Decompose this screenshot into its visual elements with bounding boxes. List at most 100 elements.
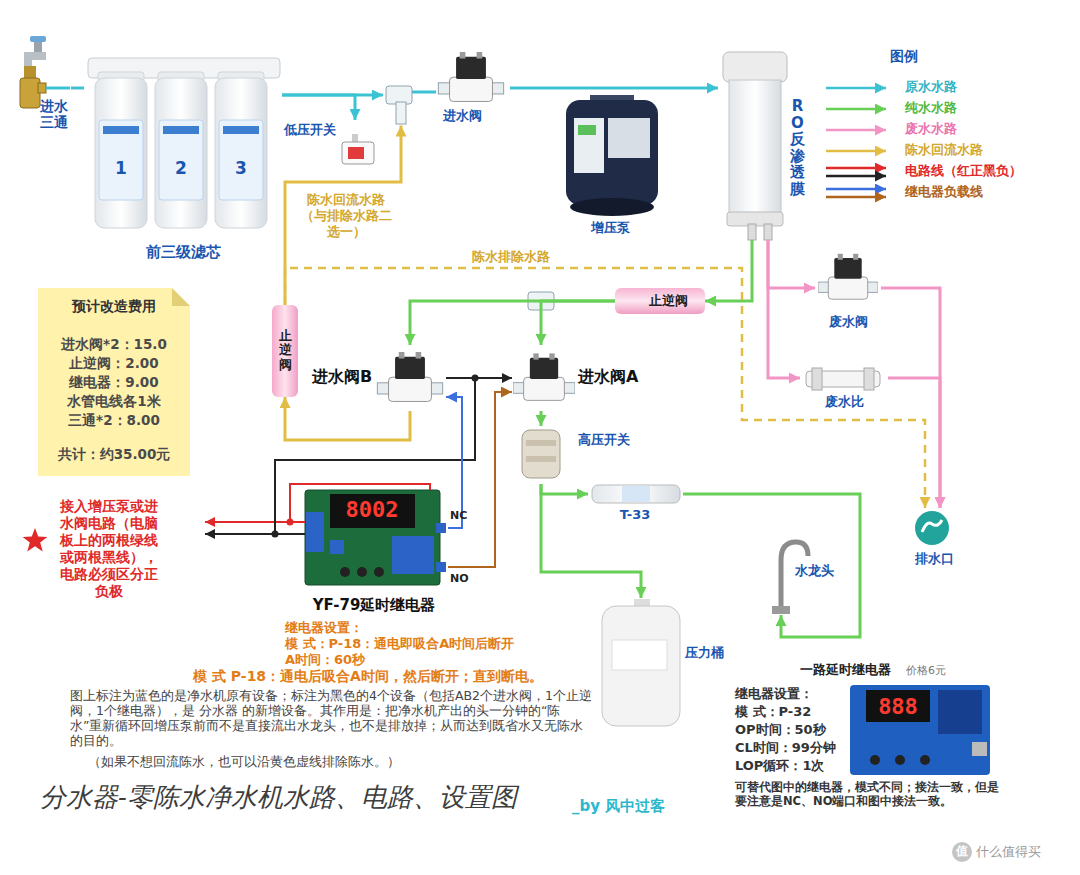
pipe-stub (46, 87, 70, 90)
legend-line (826, 175, 886, 178)
filter-housing-icon (215, 78, 267, 228)
cost-note: 预计改造费用进水阀*2：15.0止逆阀：2.00继电器：9.00水管电线各1米三… (38, 288, 190, 476)
relay-setting: 继电器设置： (285, 620, 363, 636)
legend-sample (826, 88, 886, 89)
callout-number: 3 (235, 158, 247, 178)
check-valve: 止逆阀 (272, 305, 298, 397)
solenoid-valve-icon (513, 353, 575, 400)
power-wire (272, 531, 279, 538)
waste-water-pipe (768, 240, 800, 378)
relay-setting: CL时间：99分钟 (735, 740, 836, 756)
power-wire (472, 375, 479, 382)
waste-valve: 废水阀 (815, 248, 881, 336)
node-label: 废水阀 (829, 314, 868, 330)
waste-ratio-icon (864, 368, 874, 390)
post-filter-icon (592, 485, 680, 503)
check-valve: 止逆阀 (615, 288, 705, 314)
description: （如果不想回流陈水，也可以沿黄色虚线排除陈水。） (88, 754, 400, 769)
relay-note: 可替代图中的继电器，模式不同；接法一致，但是要注意是NC、NO端口和图中接法一致… (735, 780, 1000, 808)
faucet-icon (772, 606, 790, 614)
relay-board-alt-icon (850, 685, 990, 775)
node-label: 低压开关 (284, 122, 336, 138)
tap-icon (34, 42, 42, 52)
legend-sample (826, 189, 886, 197)
node-body-text: 水管电线各1米 (67, 393, 160, 409)
wiring-note: 接入增压泵或进水阀电路（电脑板上的两根绿线或两根黑线），电路必须区分正负极 (58, 498, 160, 600)
legend-line (826, 150, 886, 153)
watermark-logo (952, 842, 972, 862)
low-pressure-switch-icon (348, 147, 364, 159)
relay-board-icon (305, 490, 440, 585)
power-wire (475, 377, 512, 379)
stale-water-discharge (285, 268, 925, 508)
solenoid-valve-icon (438, 52, 503, 101)
power-wire (287, 519, 294, 526)
pressure-tank-icon (612, 640, 667, 670)
tee-fitting-icon (386, 86, 412, 104)
note-fold (172, 288, 190, 306)
alt-relay: 一路延时继电器价格6元 (798, 660, 994, 780)
high-pressure-switch: 高压开关 (518, 426, 636, 484)
relay-board-icon (330, 540, 344, 554)
pure-water-pipe (705, 240, 752, 301)
drain: 排水口 (905, 508, 963, 570)
legend-line (826, 129, 886, 132)
relay-board-alt-icon (938, 690, 982, 734)
high-pressure-switch-icon (526, 440, 556, 446)
solenoid-valve-icon (377, 352, 442, 401)
relay-board-icon (305, 490, 446, 585)
relay-board-icon (306, 512, 324, 552)
relay-board-icon (340, 567, 350, 577)
legend-sample (826, 168, 886, 176)
edge-label: 陈水回流水路（与排除水路二选一） (296, 192, 396, 240)
relay-board-alt-icon (920, 755, 930, 765)
diagram-title: 分水器-零陈水净水机水路、电路、设置图 (40, 782, 517, 813)
legend-samples (826, 88, 886, 197)
pressure-tank-icon (602, 599, 680, 726)
drain-icon (915, 511, 949, 545)
node-label: 增压泵 (591, 220, 630, 236)
relay-setting: OP时间：50秒 (735, 722, 826, 738)
drain-icon (922, 520, 942, 532)
tee-fitting-icon (396, 102, 406, 124)
legend-text: 电路线（红正黑负） (905, 163, 1022, 179)
node-body-text: 价格6元 (906, 664, 946, 677)
relay-board-icon (436, 523, 446, 533)
filter-housing-icon (163, 126, 199, 134)
display-digits: 888 (878, 694, 918, 720)
node-label: 进水三通 (40, 98, 68, 130)
description: 图上标注为蓝色的是净水机原有设备；标注为黑色的4个设备（包括AB2个进水阀，1个… (70, 688, 592, 748)
node-label: 止逆阀 (279, 329, 292, 372)
waste-ratio: 废水比 (800, 366, 888, 412)
post-filter: T-33 (588, 482, 683, 525)
filter-housing-icon (223, 126, 259, 134)
waste-ratio-icon (812, 368, 822, 390)
node-body-text: 止逆阀：2.00 (69, 355, 158, 371)
node-label: 预计改造费用 (72, 298, 156, 315)
tap-icon (30, 36, 46, 42)
watermark: 什么值得买 (976, 844, 1041, 860)
filter-housing-icon (219, 120, 263, 200)
ro-membrane-icon (723, 52, 787, 240)
brass-tee-icon (38, 83, 46, 93)
inlet-valve: 进水阀 (383, 45, 510, 126)
tee-fitting-icon (386, 86, 554, 310)
note-paper (38, 288, 190, 476)
node-body-text: 共计：约35.00元 (58, 446, 171, 462)
relay-load-wire (446, 397, 462, 528)
legend-title: 图例 (890, 48, 918, 65)
legend-text: 废水水路 (905, 121, 957, 137)
high-pressure-switch-icon (522, 430, 560, 478)
node-label: T-33 (620, 507, 650, 523)
pin-name: NO (450, 572, 469, 585)
booster-pump-icon (574, 118, 604, 173)
solenoid-valve-b: 进水阀B (310, 345, 446, 411)
mode-note: 模 式 P-18：通电后吸合A时间，然后断开；直到断电。 (193, 668, 543, 685)
relay-setting: 模 式：P-18：通电即吸合A时间后断开 (285, 636, 514, 652)
filter-housing-icon (99, 120, 143, 200)
relay-setting: A时间：60秒 (285, 652, 365, 668)
node-label: 止逆阀 (649, 293, 688, 309)
legend-line (826, 87, 886, 90)
